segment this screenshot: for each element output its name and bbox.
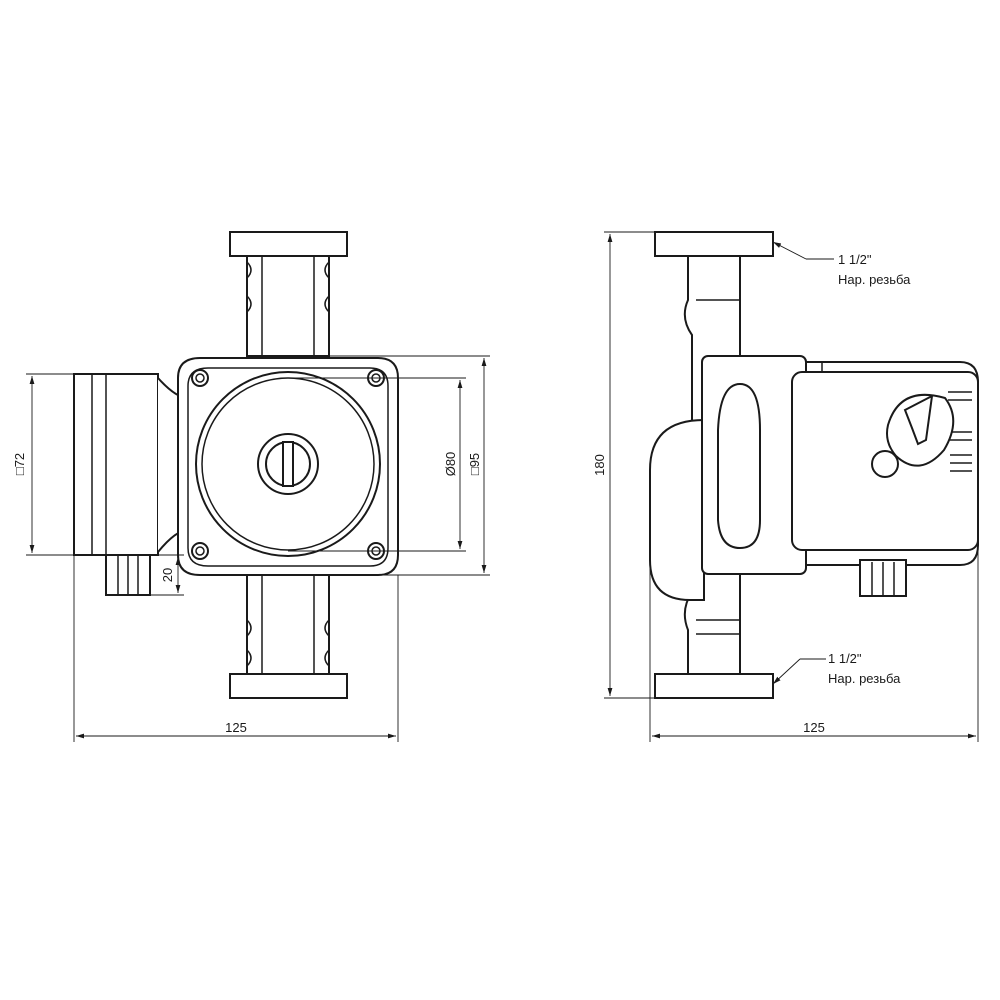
side-top-thread [654, 231, 774, 257]
indicator-lamp [871, 450, 899, 478]
bottom-thread-callout: 1 1/2" Нар. резьба [772, 651, 901, 686]
dimension-20: 20 [150, 554, 184, 596]
side-width-label: 125 [803, 720, 825, 735]
square-95-dimension: □95 [330, 355, 490, 576]
square-72-dimension: □72 [12, 373, 74, 556]
side-bottom-thread [654, 673, 774, 699]
front-housing [177, 357, 399, 576]
front-width-label: 125 [225, 720, 247, 735]
square-95-label: □95 [467, 453, 482, 475]
side-height-dimension: 180 [592, 231, 655, 699]
top-thread-callout: 1 1/2" Нар. резьба [772, 241, 911, 287]
front-terminal-box [73, 373, 189, 596]
diameter-80-dimension: Ø80 [288, 377, 466, 552]
front-view: 125 □72 20 Ø80 □95 [12, 231, 490, 742]
side-motor-housing [791, 361, 979, 597]
side-flange [701, 355, 807, 575]
front-width-dimension: 125 [73, 555, 399, 742]
front-bottom-connection [229, 573, 348, 699]
top-thread-size: 1 1/2" [838, 252, 872, 267]
side-volute [649, 418, 705, 601]
dimension-20-label: 20 [160, 568, 175, 582]
side-height-label: 180 [592, 454, 607, 476]
bottom-thread-label: Нар. резьба [828, 671, 901, 686]
top-thread-label: Нар. резьба [838, 272, 911, 287]
bottom-thread-size: 1 1/2" [828, 651, 862, 666]
side-view: 180 125 1 1/2" Нар. резьба 1 1/2" Нар. р… [592, 231, 979, 742]
side-width-dimension: 125 [649, 550, 979, 742]
square-72-label: □72 [12, 453, 27, 475]
diameter-80-label: Ø80 [443, 452, 458, 477]
front-top-connection [229, 231, 348, 357]
